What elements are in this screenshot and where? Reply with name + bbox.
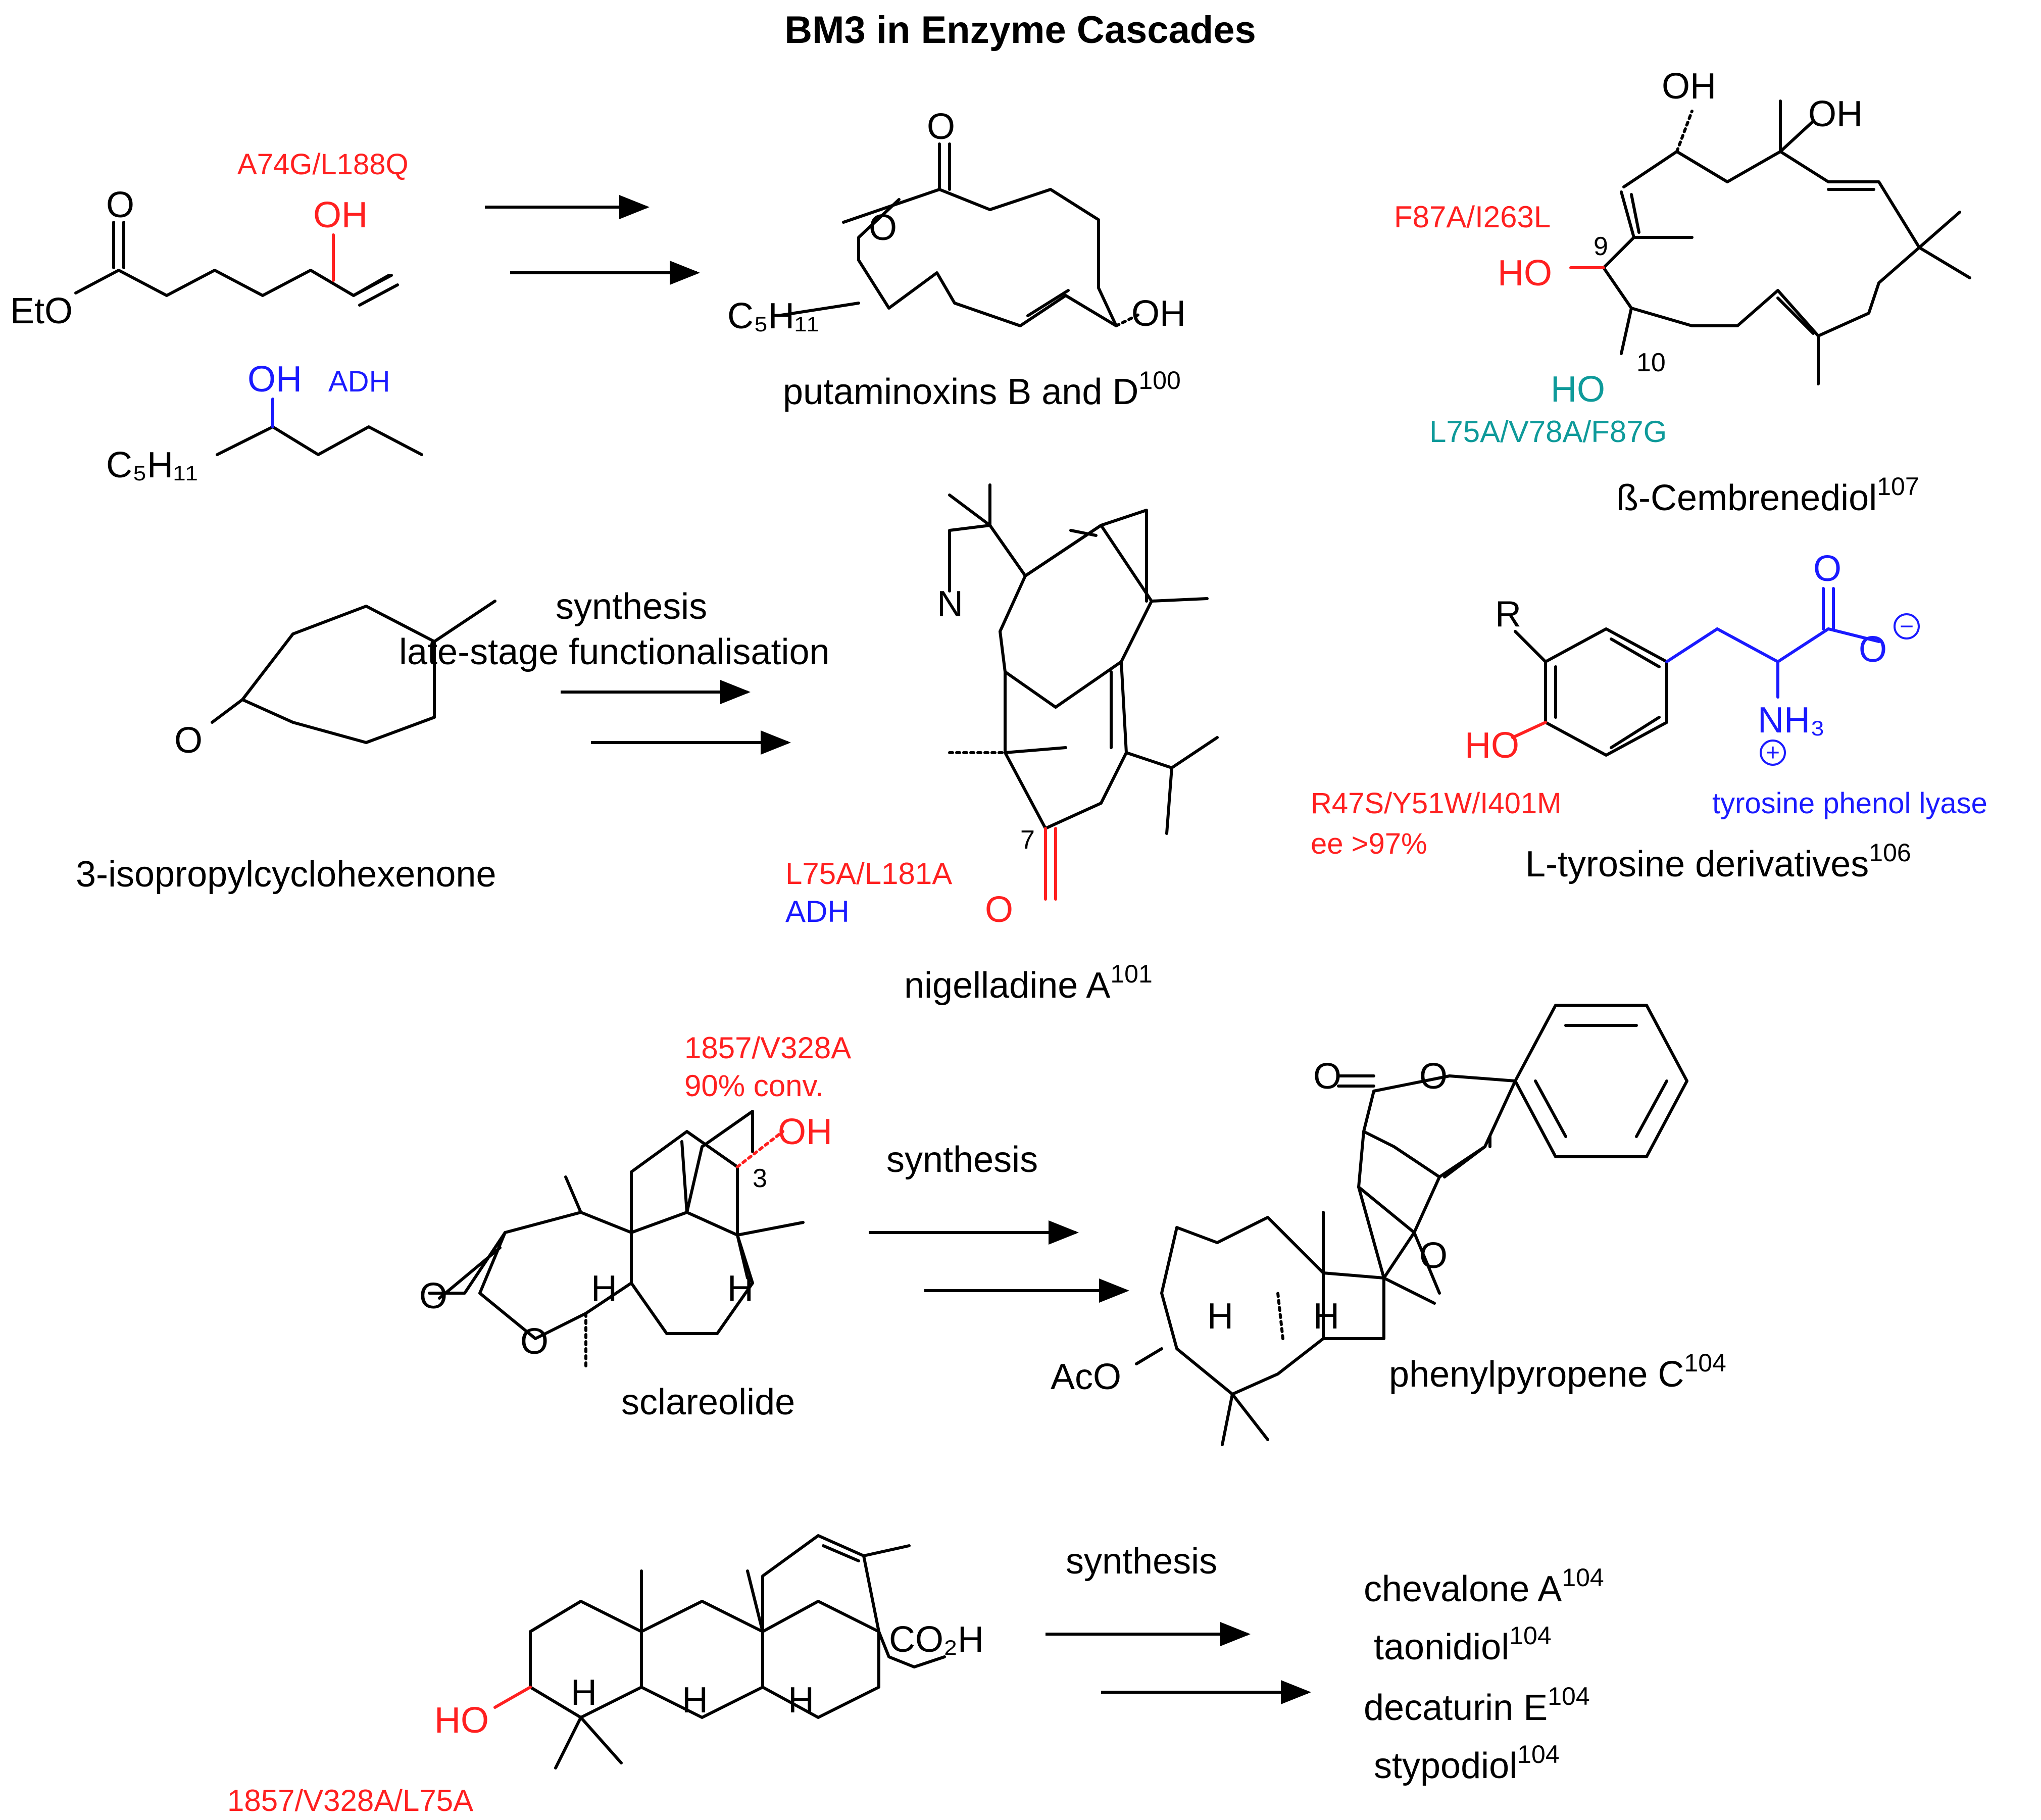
arrow-label-synthesis-row4: synthesis — [1066, 1541, 1217, 1582]
phenylpyropene-aco: AcO — [1051, 1357, 1121, 1397]
cyclohexenone-name: 3-isopropylcyclohexenone — [76, 854, 496, 895]
mutant-a74g-label: A74G/L188Q — [237, 148, 409, 181]
adh-label-row2: ADH — [785, 895, 850, 928]
cembrene-name: ß-Cembrenediol107 — [1616, 472, 1919, 518]
arrow-label-synthesis-row2: synthesis — [556, 586, 707, 627]
ester-o-label: O — [106, 185, 134, 225]
cembrenediol-structure: OH OH F87A/I263L HO 9 10 HO L75A/V78A/F8… — [1394, 66, 1971, 518]
product-decaturin: decaturin E104 — [1364, 1682, 1590, 1728]
mutant-l75a-l181a-label: L75A/L181A — [785, 857, 952, 891]
arrow-label-late-stage: late-stage functionalisation — [399, 632, 830, 672]
row4-product-list: chevalone A104 taonidiol104 decaturin E1… — [1364, 1563, 1604, 1786]
tyrosine-plus: + — [1766, 740, 1780, 766]
mutant-l75a-v78a-label: L75A/V78A/F87G — [1429, 415, 1667, 449]
sclareolide-ring-o: O — [520, 1321, 549, 1362]
mutant-r47s-label: R47S/Y51W/I401M — [1311, 787, 1561, 820]
plus-charge-circle — [1760, 740, 1786, 766]
octanol-cosubstrate: OH ADH C₅H₁₁ — [106, 359, 423, 485]
labdane-ho: HO — [434, 1700, 489, 1741]
labdane-h3: H — [788, 1680, 814, 1720]
mutant-1857-label: 1857/V328A — [684, 1031, 851, 1065]
phenylpyropene-structure: O O O H H AcO phenylpyropene C104 — [1051, 1004, 1726, 1446]
eto-label: EtO — [10, 291, 73, 331]
pyrone-o-1: O — [1313, 1056, 1341, 1097]
sclareolide-lactone-o: O — [419, 1276, 447, 1316]
sclareolide-name: sclareolide — [621, 1382, 795, 1422]
mutant-1857-l75a-label: 1857/V328A/L75A — [227, 1784, 473, 1817]
labdane-acid-structure: CO₂H HO H H H 1857/V328A/L75A — [227, 1534, 984, 1817]
cembrene-ho-9: HO — [1498, 253, 1552, 293]
minus-charge-circle — [1894, 613, 1920, 640]
cosub-oh-label: OH — [247, 359, 302, 400]
tyrosine-ho: HO — [1465, 725, 1519, 766]
hydroxy-ester-reagent: EtO O OH A74G/L188Q — [10, 148, 409, 331]
tyrosine-minus: − — [1900, 613, 1914, 640]
figure-title: BM3 in Enzyme Cascades — [784, 9, 1256, 52]
nigelladine-name: nigelladine A101 — [904, 960, 1153, 1006]
isopropylcyclohexenone-structure: O 3-isopropylcyclohexenone — [76, 600, 496, 895]
tyrosine-name: L-tyrosine derivatives106 — [1525, 839, 1911, 884]
pyrone-o-2: O — [1419, 1056, 1448, 1097]
putaminoxin-structure: O O OH C₅H₁₁ putaminoxins B and D100 — [727, 107, 1186, 412]
arrow-label-synthesis-row3: synthesis — [886, 1140, 1038, 1180]
sclareolide-structure: 1857/V328A 90% conv. OH 3 O O H H sclare… — [419, 1031, 851, 1422]
nigelladine-ketone-o: O — [985, 890, 1013, 930]
putaminoxin-o-ring: O — [869, 208, 897, 248]
sclareolide-h1: H — [591, 1268, 617, 1309]
sclareolide-oh: OH — [778, 1112, 832, 1152]
product-stypodiol: stypodiol104 — [1374, 1740, 1560, 1786]
conversion-label: 90% conv. — [684, 1069, 824, 1103]
sclareolide-num-3: 3 — [753, 1164, 767, 1193]
cyclohexenone-o: O — [174, 720, 203, 761]
mutant-f87a-label: F87A/I263L — [1394, 200, 1551, 234]
cembrene-oh-1: OH — [1662, 66, 1716, 107]
tyrosine-r: R — [1495, 594, 1521, 634]
oh-red-label: OH — [313, 195, 368, 235]
putaminoxin-o-top: O — [927, 107, 955, 147]
tyrosine-nh3: NH₃ — [1758, 700, 1825, 741]
tyrosine-o-top: O — [1813, 549, 1841, 589]
labdane-h2: H — [682, 1680, 708, 1720]
cembrene-oh-2: OH — [1808, 94, 1863, 134]
cembrene-num-10: 10 — [1636, 348, 1666, 377]
tyrosine-o-minus: O — [1859, 629, 1887, 670]
sclareolide-h2: H — [727, 1268, 754, 1309]
product-taonidiol: taonidiol104 — [1374, 1621, 1552, 1667]
phenylpyropene-h4: H — [1313, 1296, 1339, 1337]
phenylpyropene-name: phenylpyropene C104 — [1389, 1349, 1726, 1395]
phenylpyropene-h3: H — [1207, 1296, 1233, 1337]
putaminoxin-oh: OH — [1131, 293, 1186, 334]
cosub-c5h11-label: C₅H₁₁ — [106, 445, 198, 485]
putaminoxin-c5h11: C₅H₁₁ — [727, 296, 819, 336]
putaminoxin-name: putaminoxins B and D100 — [783, 366, 1181, 412]
tyrosine-structure: R HO O O − NH₃ + R47S/Y51W/I401M ee >97%… — [1311, 549, 1987, 884]
nigelladine-n: N — [937, 584, 963, 624]
adh-label-row1: ADH — [328, 365, 390, 398]
ee-label: ee >97% — [1311, 827, 1427, 860]
labdane-h1: H — [571, 1673, 597, 1713]
tyrosine-phenol-lyase-label: tyrosine phenol lyase — [1712, 787, 1987, 820]
labdane-co2h: CO₂H — [889, 1619, 984, 1660]
nigelladine-structure: N O 7 L75A/L181A ADH nigelladine A101 — [785, 483, 1219, 1006]
product-chevalone: chevalone A104 — [1364, 1563, 1604, 1609]
cembrene-num-9: 9 — [1594, 232, 1608, 261]
pyran-o: O — [1419, 1236, 1448, 1276]
nigelladine-num-7: 7 — [1020, 825, 1035, 855]
cembrene-ho-10: HO — [1551, 369, 1605, 410]
